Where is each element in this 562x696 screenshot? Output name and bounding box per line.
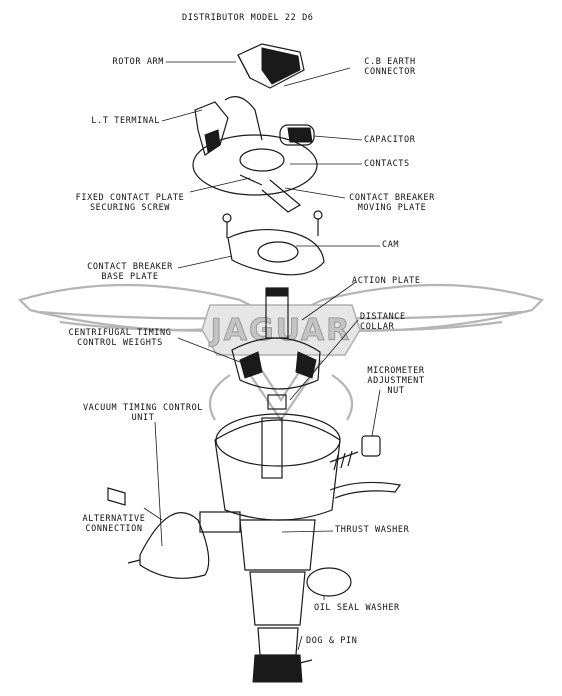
label-cb-earth-connector: C.B EARTH CONNECTOR — [350, 57, 430, 77]
label-alternative-line1: ALTERNATIVE — [82, 514, 146, 524]
label-cb-base-plate: CONTACT BREAKER BASE PLATE — [78, 262, 182, 282]
label-centrifugal-line2: CONTROL WEIGHTS — [77, 338, 163, 348]
label-alternative-line2: CONNECTION — [85, 524, 143, 534]
label-cb-base-line1: CONTACT BREAKER — [87, 262, 173, 272]
cb-base-plate-part — [227, 228, 325, 276]
label-cb-earth-line2: CONNECTOR — [364, 67, 416, 77]
label-lt-terminal: L.T TERMINAL — [91, 116, 160, 126]
label-cb-base-line2: BASE PLATE — [101, 272, 159, 282]
label-cb-moving-plate: CONTACT BREAKER MOVING PLATE — [340, 193, 444, 213]
logo-text: JAGUAR — [209, 313, 352, 348]
label-distance-collar: DISTANCE COLLAR — [360, 312, 406, 332]
label-capacitor: CAPACITOR — [364, 135, 416, 145]
label-cb-moving-line2: MOVING PLATE — [357, 203, 427, 213]
leader-lines — [143, 61, 381, 651]
jaguar-logo-watermark — [17, 283, 545, 422]
label-dog-pin: DOG & PIN — [306, 636, 358, 646]
label-distance-line2: COLLAR — [360, 322, 395, 332]
micrometer-nut-part — [329, 435, 402, 499]
label-micrometer-line3: NUT — [387, 386, 405, 396]
label-cam: CAM — [382, 240, 400, 250]
label-fixed-contact-plate: FIXED CONTACT PLATE SECURING SCREW — [66, 193, 194, 213]
label-micrometer-line2: ADJUSTMENT — [367, 376, 425, 386]
label-alternative-connection: ALTERNATIVE CONNECTION — [72, 514, 156, 534]
label-thrust-washer: THRUST WASHER — [335, 525, 410, 535]
label-micrometer-nut: MICROMETER ADJUSTMENT NUT — [356, 366, 436, 396]
label-centrifugal-line1: CENTRIFUGAL TIMING — [68, 328, 172, 338]
label-contacts: CONTACTS — [364, 159, 410, 169]
label-cb-earth-line1: C.B EARTH — [364, 57, 416, 67]
securing-screws — [222, 210, 323, 238]
contact-breaker-assembly — [192, 96, 318, 213]
label-vacuum-line1: VACUUM TIMING CONTROL — [82, 403, 204, 413]
label-oil-seal-washer: OIL SEAL WASHER — [314, 603, 400, 613]
diagram-title: DISTRIBUTOR MODEL 22 D6 — [182, 13, 314, 23]
cam-shaft-part — [231, 287, 321, 410]
label-cb-moving-line1: CONTACT BREAKER — [349, 193, 435, 203]
label-centrifugal-weights: CENTRIFUGAL TIMING CONTROL WEIGHTS — [56, 328, 184, 348]
rotor-arm-part — [237, 43, 305, 89]
label-fixed-plate-line1: FIXED CONTACT PLATE — [75, 193, 185, 203]
label-fixed-plate-line2: SECURING SCREW — [89, 203, 171, 213]
label-rotor-arm: ROTOR ARM — [112, 57, 164, 67]
label-vacuum-unit: VACUUM TIMING CONTROL UNIT — [68, 403, 218, 423]
label-micrometer-line1: MICROMETER — [367, 366, 425, 376]
vacuum-unit-part — [107, 487, 241, 579]
label-vacuum-line2: UNIT — [131, 413, 155, 423]
label-distance-line1: DISTANCE — [360, 312, 406, 322]
oil-seal-washer-part — [306, 567, 352, 597]
label-action-plate: ACTION PLATE — [352, 276, 421, 286]
distributor-body-part — [214, 413, 341, 683]
